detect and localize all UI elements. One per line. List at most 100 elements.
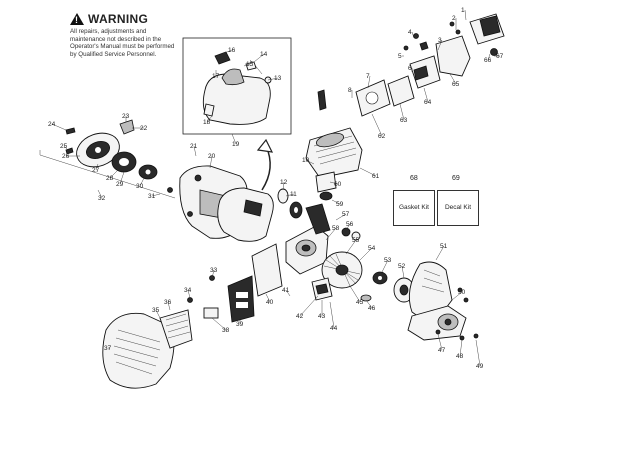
callout-36[interactable]: 36 [164, 299, 172, 306]
callout-13[interactable]: 13 [274, 75, 282, 82]
callout-25[interactable]: 25 [60, 143, 68, 150]
callout-leader-54 [359, 247, 373, 261]
callout-38[interactable]: 38 [222, 327, 230, 334]
callout-24[interactable]: 24 [48, 121, 56, 128]
callout-leader-33 [211, 269, 215, 279]
callout-50[interactable]: 50 [458, 289, 466, 296]
callout-10[interactable]: 10 [302, 157, 310, 164]
callout-20[interactable]: 20 [208, 153, 216, 160]
callout-63[interactable]: 63 [400, 117, 408, 124]
warning-notice: ! WARNING All repairs, adjustments and m… [70, 12, 180, 58]
callout-39[interactable]: 39 [236, 321, 244, 328]
callout-leader-15 [243, 63, 251, 67]
gasket-kit-box[interactable]: Gasket Kit [393, 190, 435, 226]
callout-54[interactable]: 54 [368, 245, 376, 252]
callout-5[interactable]: 5 [398, 53, 402, 60]
callout-leader-65 [449, 73, 457, 85]
callout-28[interactable]: 28 [106, 175, 114, 182]
callout-layer: 1234567891011121314151617181920212223242… [48, 7, 504, 370]
callout-leader-53 [381, 259, 389, 273]
callout-leader-10 [305, 159, 315, 165]
callout-4[interactable]: 4 [408, 29, 412, 36]
callout-30[interactable]: 30 [136, 183, 144, 190]
callout-3[interactable]: 3 [438, 37, 442, 44]
warning-triangle-icon: ! [70, 13, 84, 25]
callout-7[interactable]: 7 [366, 73, 370, 80]
callout-leader-31 [151, 193, 161, 197]
callout-43[interactable]: 43 [318, 313, 326, 320]
callout-56[interactable]: 56 [346, 221, 354, 228]
callout-leader-32 [97, 189, 103, 199]
callout-6[interactable]: 6 [408, 65, 412, 72]
callout-60[interactable]: 60 [334, 181, 342, 188]
callout-17[interactable]: 17 [212, 73, 220, 80]
callout-14[interactable]: 14 [260, 51, 268, 58]
callout-46[interactable]: 46 [368, 305, 376, 312]
callout-19[interactable]: 19 [232, 141, 240, 148]
callout-66[interactable]: 66 [484, 57, 492, 64]
callout-leader-44 [329, 301, 335, 329]
callout-45[interactable]: 45 [356, 299, 364, 306]
callout-41[interactable]: 41 [282, 287, 290, 294]
callout-8[interactable]: 8 [348, 87, 352, 94]
callout-35[interactable]: 35 [152, 307, 160, 314]
callout-34[interactable]: 34 [184, 287, 192, 294]
callout-23[interactable]: 23 [122, 113, 130, 120]
callout-15[interactable]: 15 [246, 61, 254, 68]
callout-53[interactable]: 53 [384, 257, 392, 264]
callout-leader-20 [209, 155, 213, 169]
callout-leader-47 [437, 333, 443, 351]
callout-leader-50 [451, 291, 463, 301]
callout-57[interactable]: 57 [342, 211, 350, 218]
callout-leader-12 [282, 181, 285, 191]
callout-leader-28 [109, 169, 119, 179]
callout-leader-30 [139, 177, 145, 187]
callout-27[interactable]: 27 [92, 167, 100, 174]
callout-16[interactable]: 16 [228, 47, 236, 54]
callout-leader-34 [187, 289, 191, 299]
callout-leader-49 [475, 339, 481, 367]
callout-42[interactable]: 42 [296, 313, 304, 320]
callout-62[interactable]: 62 [378, 133, 386, 140]
callout-leader-56 [345, 223, 351, 231]
callout-29[interactable]: 29 [116, 181, 124, 188]
callout-67[interactable]: 67 [496, 53, 504, 60]
callout-26[interactable]: 26 [62, 153, 70, 160]
callout-48[interactable]: 48 [456, 353, 464, 360]
callout-40[interactable]: 40 [266, 299, 274, 306]
callout-11[interactable]: 11 [290, 191, 297, 198]
callout-64[interactable]: 64 [424, 99, 432, 106]
callout-32[interactable]: 32 [98, 195, 106, 202]
callout-37[interactable]: 37 [104, 345, 112, 352]
decal-kit-box[interactable]: Decal Kit [437, 190, 479, 226]
callout-leader-4 [411, 31, 415, 39]
fuel-tank-assembly [217, 187, 274, 242]
callout-51[interactable]: 51 [440, 243, 448, 250]
callout-9[interactable]: 9 [318, 93, 322, 100]
callout-59[interactable]: 59 [336, 201, 344, 208]
callout-31[interactable]: 31 [148, 193, 156, 200]
callout-55[interactable]: 55 [352, 237, 360, 244]
callout-44[interactable]: 44 [330, 325, 338, 332]
callout-leader-40 [265, 293, 271, 303]
callout-leader-1 [464, 9, 467, 21]
callout-leader-42 [299, 295, 319, 317]
callout-52[interactable]: 52 [398, 263, 406, 270]
callout-leader-25 [63, 145, 69, 151]
callout-1[interactable]: 1 [461, 7, 465, 14]
callout-18[interactable]: 18 [203, 119, 211, 126]
callout-33[interactable]: 33 [210, 267, 218, 274]
callout-61[interactable]: 61 [372, 173, 380, 180]
callout-22[interactable]: 22 [140, 125, 148, 132]
callout-58[interactable]: 58 [332, 225, 340, 232]
callout-12[interactable]: 12 [280, 179, 288, 186]
callout-21[interactable]: 21 [190, 143, 198, 150]
callout-47[interactable]: 47 [438, 347, 446, 354]
callout-49[interactable]: 49 [476, 363, 484, 370]
callout-leader-16 [221, 49, 233, 55]
callout-65[interactable]: 65 [452, 81, 460, 88]
callout-leader-46 [365, 299, 373, 309]
crankshaft-assembly [285, 203, 361, 275]
callout-leader-14 [253, 53, 265, 63]
callout-2[interactable]: 2 [452, 15, 456, 22]
